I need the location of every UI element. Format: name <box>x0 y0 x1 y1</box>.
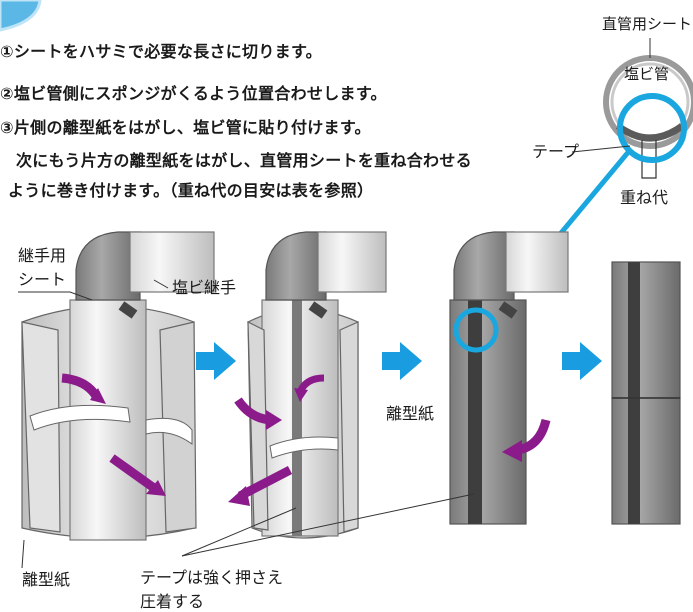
leader-lines <box>18 279 475 569</box>
peel-arrow <box>109 454 157 492</box>
step-arrow <box>562 342 602 380</box>
pipe-4 <box>611 261 681 525</box>
peel-arrow <box>237 466 293 500</box>
cross-section-inset <box>571 38 693 179</box>
instruction-step-3-cont-1: 次にもう片方の離型紙をはがし、直管用シートを重ね合わせる <box>16 151 472 170</box>
step-arrow <box>196 342 236 380</box>
highlight-circle <box>453 307 499 353</box>
label-overlap: 重ね代 <box>620 188 669 207</box>
pipe-2 <box>228 231 387 539</box>
label-release-paper-left: 離型紙 <box>22 570 71 589</box>
label-tape: テープ <box>532 142 580 161</box>
label-tape-press-1: テープは強く押さえ <box>140 568 284 587</box>
label-joint-sheet-1: 継手用 <box>18 246 67 265</box>
label-pvc-joint: 塩ビ継手 <box>172 278 237 297</box>
label-joint-sheet-2: シート <box>18 270 67 289</box>
step-arrow <box>382 342 422 380</box>
label-straight-sheet: 直管用シート <box>602 15 693 33</box>
instruction-step-3-cont-2: ように巻き付けます。（重ね代の目安は表を参照） <box>8 181 374 200</box>
instruction-step-1: ①シートをハサミで必要な長さに切ります。 <box>0 42 322 61</box>
pipe-1 <box>21 231 215 541</box>
label-tape-press-2: 圧着する <box>140 592 205 611</box>
label-pvc-pipe: 塩ビ管 <box>624 65 670 83</box>
instruction-step-2: ②塩ビ管側にスポンジがくるよう位置合わせします。 <box>0 84 387 103</box>
peel-arrow <box>61 373 100 399</box>
label-release-paper-center: 離型紙 <box>386 404 435 423</box>
badge-fragment <box>0 0 42 32</box>
instruction-step-3: ③片側の離型紙をはがし、塩ビ管に貼り付けます。 <box>0 118 371 137</box>
pipe-3 <box>449 231 569 525</box>
